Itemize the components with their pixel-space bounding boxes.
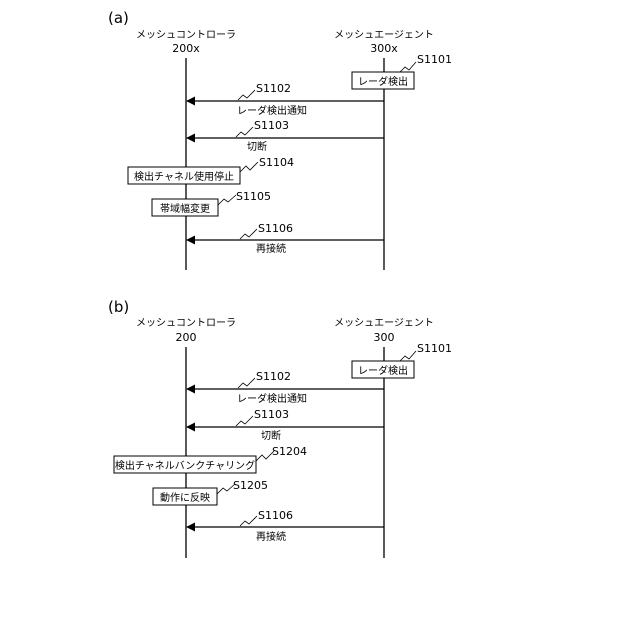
panel-b-s1106-leader: [240, 516, 257, 526]
panel-b-controller-name: メッシュコントローラ: [136, 317, 236, 329]
panel-a-s1103-leader: [236, 127, 253, 137]
panel-a-s1104-leader: [240, 162, 258, 172]
panel-b-agent-id: 300: [374, 331, 395, 344]
panel-b-detect-notify-text: レーダ検出通知: [237, 392, 307, 405]
panel-a-s1106-label: S1106: [258, 222, 293, 235]
panel-b-s1102-leader: [238, 378, 255, 388]
panel-b-s1101-leader: [400, 351, 416, 361]
panel-a-s1105-label: S1105: [236, 190, 271, 203]
panel-a-stop-channel-text: 検出チャネル使用停止: [134, 170, 234, 183]
panel-a: (a) メッシュコントローラ 200x メッシュエージェント 300x レーダ検…: [108, 9, 452, 270]
panel-a-detect-notify-text: レーダ検出通知: [237, 104, 307, 117]
panel-a-s1101-leader: [400, 62, 416, 72]
panel-a-controller-name: メッシュコントローラ: [136, 29, 236, 41]
panel-b-disconnect-text: 切断: [261, 429, 281, 442]
panel-a-disconnect-text: 切断: [247, 140, 267, 153]
panel-b-s1204-label: S1204: [272, 445, 307, 458]
panel-a-s1102-label: S1102: [256, 82, 291, 95]
panel-b-s1103-leader: [236, 416, 253, 426]
panel-b-apply-text: 動作に反映: [160, 491, 210, 504]
panel-b-agent-name: メッシュエージェント: [334, 318, 434, 329]
panel-a-bandwidth-text: 帯域幅変更: [160, 202, 210, 215]
panel-a-agent-id: 300x: [370, 42, 398, 55]
panel-a-s1105-leader: [218, 195, 236, 205]
panel-a-label: (a): [108, 9, 129, 27]
panel-b-label: (b): [108, 298, 129, 316]
panel-a-controller-id: 200x: [172, 42, 200, 55]
panel-a-radar-detect-text: レーダ検出: [358, 75, 408, 88]
panel-b-s1101-label: S1101: [417, 342, 452, 355]
panel-b-controller-id: 200: [176, 331, 197, 344]
panel-b-s1205-label: S1205: [233, 479, 268, 492]
panel-a-s1102-leader: [238, 90, 255, 100]
panel-b-reconnect-text: 再接続: [256, 530, 286, 543]
panel-a-s1104-label: S1104: [259, 156, 294, 169]
panel-a-reconnect-text: 再接続: [256, 242, 286, 255]
panel-b-s1103-label: S1103: [254, 408, 289, 421]
panel-a-agent-name: メッシュエージェント: [334, 30, 434, 41]
panel-a-s1103-label: S1103: [254, 119, 289, 132]
panel-b-s1106-label: S1106: [258, 509, 293, 522]
panel-a-s1106-leader: [240, 229, 257, 239]
panel-b: (b) メッシュコントローラ 200 メッシュエージェント 300 レーダ検出 …: [108, 298, 452, 558]
panel-b-radar-detect-text: レーダ検出: [358, 364, 408, 377]
panel-b-channel-bonding-text: 検出チャネルバンクチャリング: [115, 459, 255, 472]
panel-a-s1101-label: S1101: [417, 53, 452, 66]
panel-b-s1102-label: S1102: [256, 370, 291, 383]
